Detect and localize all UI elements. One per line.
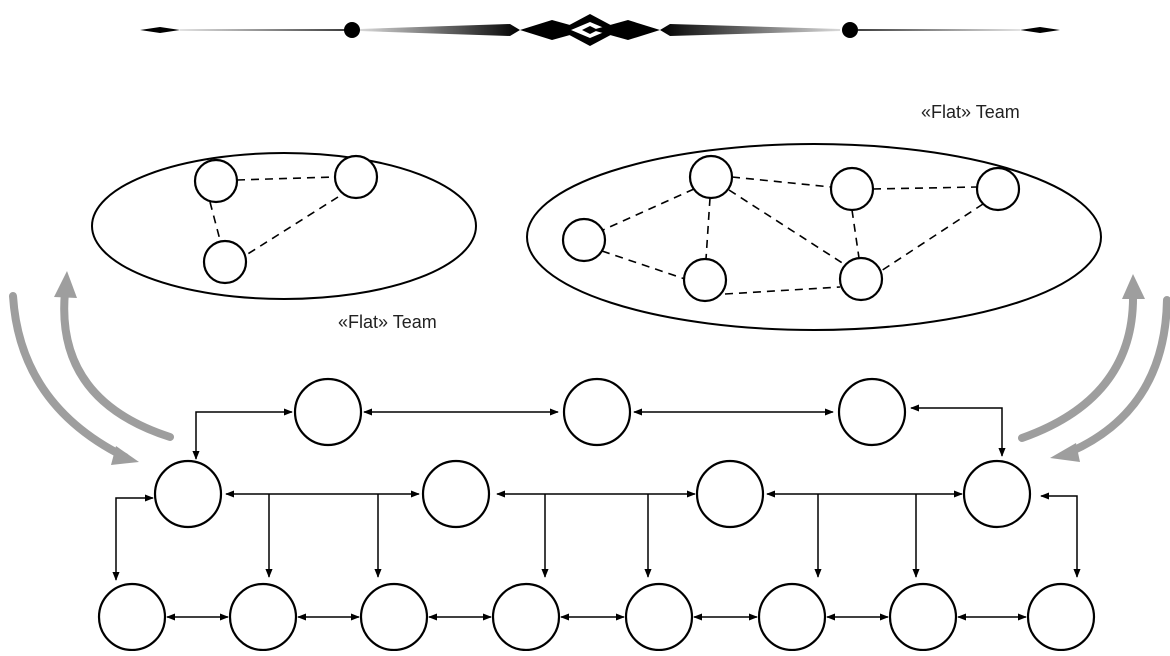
team-link (724, 286, 841, 295)
hierarchy-node-level-2 (695, 459, 765, 529)
team-member-node (333, 154, 379, 200)
team-link (601, 250, 686, 280)
hierarchy-node-level-3 (1026, 582, 1096, 652)
arrowhead (111, 446, 139, 465)
team-link (880, 203, 984, 272)
supervisor-link (192, 408, 293, 460)
hierarchy-node-level-3 (97, 582, 167, 652)
team-link (728, 189, 848, 267)
supervisor-link (1040, 492, 1081, 578)
flat-team-right (526, 143, 1102, 331)
arrowhead (54, 271, 77, 298)
hierarchy-node-level-1 (562, 377, 632, 447)
team-ellipse-left (91, 152, 477, 300)
team-member-node (838, 256, 884, 302)
team-link (872, 186, 978, 190)
transition-arrow-right-out (1018, 290, 1138, 442)
team-link (236, 176, 335, 181)
flat-team-label-right: «Flat» Team (921, 102, 1020, 122)
hierarchy-node-level-3 (359, 582, 429, 652)
supervisor-link (910, 404, 1006, 457)
team-member-node (688, 154, 734, 200)
arrowhead (1050, 443, 1080, 462)
team-member-node (829, 166, 875, 212)
supervisor-link (112, 494, 154, 581)
hierarchy-node-level-3 (228, 582, 298, 652)
hierarchy-node-level-1 (293, 377, 363, 447)
flat-team-left (91, 152, 477, 300)
team-member-node (202, 239, 248, 285)
flat-team-label-left: «Flat» Team (338, 312, 437, 332)
team-link (602, 188, 695, 231)
hierarchy-connectors (112, 404, 1081, 621)
team-link (731, 176, 832, 188)
team-member-node (975, 166, 1021, 212)
arrowhead (1122, 274, 1145, 299)
team-member-node (682, 257, 728, 303)
transition-arrow-right-in (1066, 296, 1170, 456)
hierarchy-node-level-2 (153, 459, 223, 529)
hierarchy-node-level-2 (421, 459, 491, 529)
hierarchy-node-level-3 (624, 582, 694, 652)
team-member-node (561, 217, 607, 263)
team-link (242, 196, 339, 258)
transition-arrow-left-in (9, 292, 129, 461)
team-link (705, 197, 711, 260)
hierarchy-nodes (97, 377, 1096, 652)
team-member-node (193, 158, 239, 204)
transition-arrows (9, 271, 1170, 465)
hierarchy-node-level-3 (888, 582, 958, 652)
ornament-divider (140, 14, 1060, 46)
hierarchy-node-level-2 (962, 459, 1032, 529)
hierarchy-node-level-1 (837, 377, 907, 447)
hierarchy-node-level-3 (491, 582, 561, 652)
hierarchy-node-level-3 (757, 582, 827, 652)
team-ellipse-right (526, 143, 1102, 331)
transition-arrow-left-out (60, 288, 174, 441)
team-link (209, 201, 221, 241)
